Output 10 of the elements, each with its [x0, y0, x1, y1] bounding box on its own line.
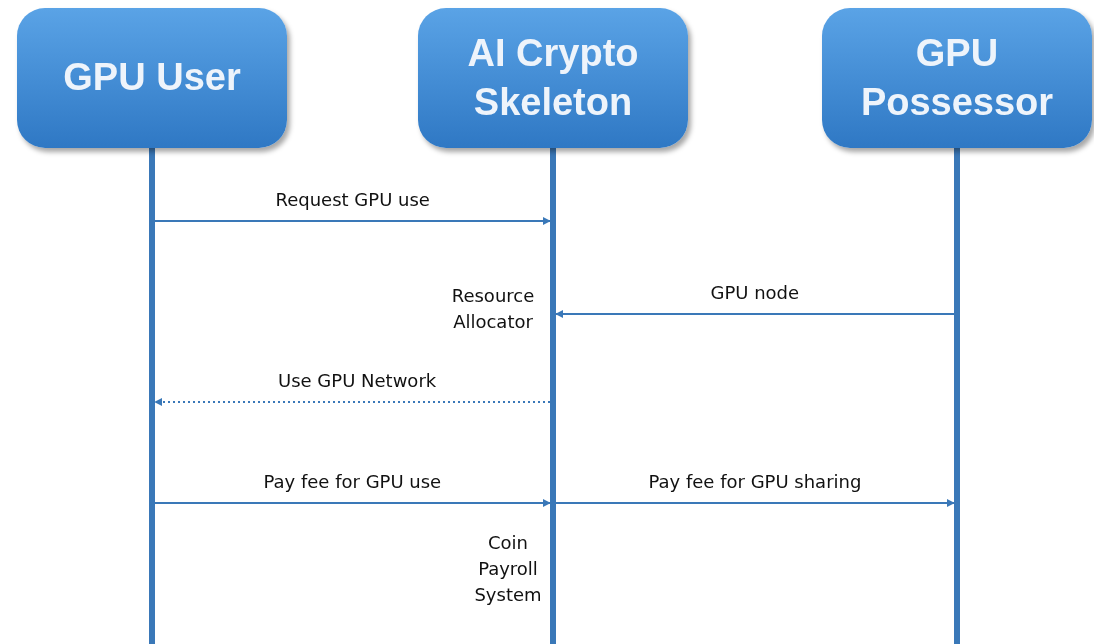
- message-arrow: [555, 310, 955, 318]
- participant-name: AI Crypto Skeleton: [466, 30, 640, 125]
- participant-name: GPU Possessor: [859, 30, 1055, 125]
- message-arrow: [555, 499, 955, 507]
- lifeline-note: Resource Allocator: [450, 284, 536, 335]
- message-arrow: [154, 398, 551, 406]
- message-arrow: [154, 499, 551, 507]
- message-arrow: [154, 217, 551, 225]
- lifeline-note: Coin Payroll System: [473, 531, 543, 608]
- participant-name: GPU User: [63, 55, 241, 101]
